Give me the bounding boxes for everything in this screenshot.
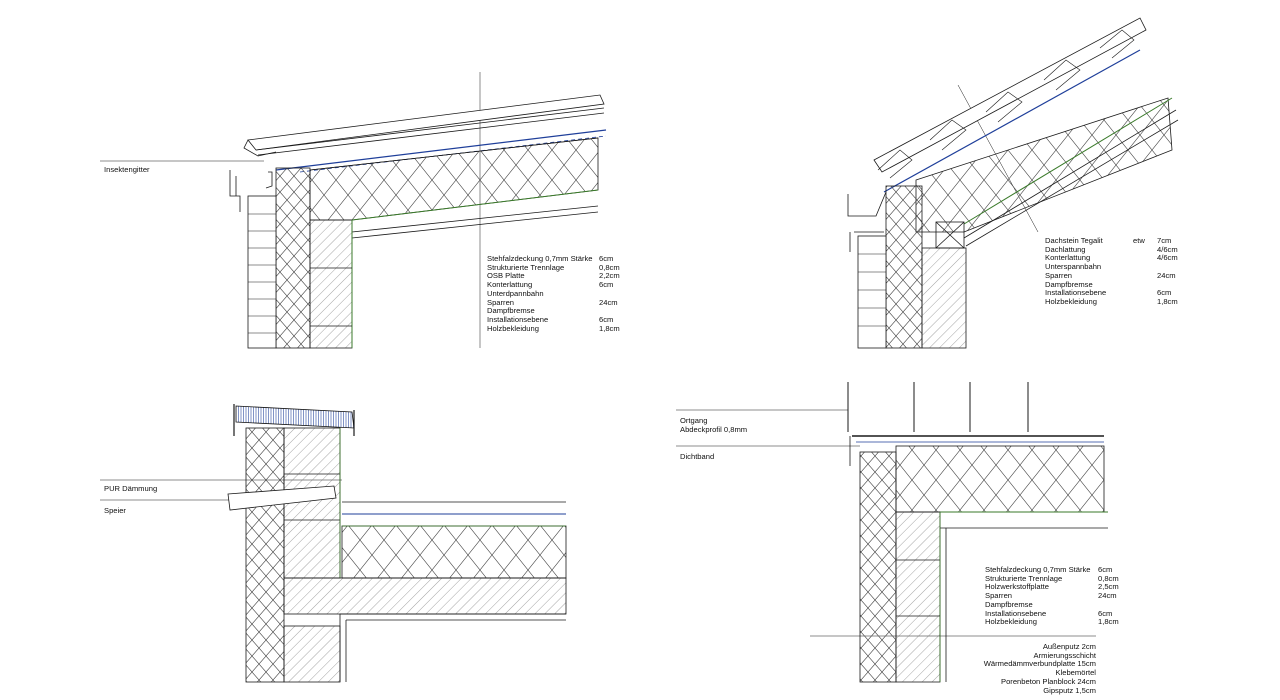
- legend-bottom-right: Stehfalzdeckung 0,7mm Stärke 6cm Struktur…: [985, 565, 1119, 627]
- legend-row: Dampfbremse: [1045, 279, 1178, 290]
- layer-thickness: 24cm: [1098, 591, 1117, 601]
- layer-qualifier: [1133, 272, 1157, 281]
- layer-thickness: 24cm: [1157, 270, 1176, 280]
- layer-thickness: 7cm: [1157, 236, 1172, 245]
- layer-thickness: 6cm: [599, 254, 614, 263]
- layer-name: Dachstein Tegalit: [1045, 236, 1103, 245]
- legend-row: Dampfbremse: [985, 599, 1119, 610]
- legend-row: Stehfalzdeckung 0,7mm Stärke 6cm: [985, 565, 1119, 575]
- legend-row: Stehfalzdeckung 0,7mm Stärke 6cm: [487, 254, 620, 264]
- detail-verge: [676, 382, 1108, 683]
- legend-row: Installationsebene 6cm: [1045, 289, 1178, 298]
- layer-thickness: 4/6cm: [1157, 244, 1178, 254]
- layer-name: OSB Platte: [487, 271, 525, 281]
- label-abdeckprofil: Abdeckprofil 0,8mm: [680, 425, 748, 434]
- legend-row: Holzbekleidung 1,8cm: [487, 323, 620, 334]
- layer-thickness: 24cm: [599, 297, 618, 307]
- layer-qualifier: [1133, 281, 1157, 290]
- layer-name: Stehfalzdeckung 0,7mm Stärke: [985, 565, 1091, 574]
- label-insektengitter: Insektengitter: [104, 165, 150, 174]
- legend-wall-layers: Außenputz 2cm Armierungsschicht Wärmedäm…: [976, 642, 1096, 695]
- label-speier: Speier: [104, 506, 126, 515]
- wall-layer: Armierungsschicht: [1033, 650, 1096, 660]
- layer-qualifier: [1133, 298, 1157, 307]
- layer-name: Sparren: [487, 297, 515, 307]
- layer-qualifier: [1133, 263, 1157, 272]
- layer-name: Strukturierte Trennlage: [985, 573, 1063, 583]
- wall-layer: Außenputz 2cm: [1042, 642, 1096, 651]
- layer-qualifier: etw: [1133, 236, 1145, 245]
- legend-row: Dampfbremse: [487, 307, 620, 316]
- layer-thickness: 1,8cm: [599, 323, 620, 333]
- layer-name: Dampfbremse: [487, 306, 535, 316]
- layer-thickness: 6cm: [599, 280, 614, 290]
- layer-qualifier: [1133, 246, 1157, 255]
- legend-row: Sparren 24cm: [1045, 270, 1178, 281]
- wall-layer: Wärmedämmverbundplatte 15cm: [983, 659, 1096, 669]
- layer-thickness: 4/6cm: [1157, 253, 1178, 263]
- legend-row: Holzbekleidung 1,8cm: [1045, 296, 1178, 307]
- legend-top-left: Stehfalzdeckung 0,7mm Stärke 6cm Struktur…: [487, 254, 620, 334]
- layer-name: Konterlattung: [487, 280, 533, 290]
- legend-row: Strukturierte Trennlage 0,8cm: [487, 262, 620, 273]
- legend-row: Strukturierte Trennlage 0,8cm: [985, 573, 1119, 584]
- label-dichtband: Dichtband: [680, 452, 715, 461]
- legend-row: Unterspannbahn: [1045, 262, 1178, 272]
- layer-thickness: 0,8cm: [599, 262, 620, 272]
- detail-parapet-flat-roof: [100, 404, 567, 683]
- layer-thickness: 1,8cm: [1098, 617, 1119, 627]
- layer-name: Installationsebene: [985, 608, 1047, 618]
- wall-layer: Porenbeton Planblock 24cm: [1001, 676, 1096, 686]
- legend-row: Unterdpannbahn: [487, 288, 620, 299]
- layer-name: Installationsebene: [487, 314, 549, 324]
- layer-thickness: 6cm: [1157, 288, 1172, 298]
- legend-row: OSB Platte 2,2cm: [487, 272, 620, 281]
- layer-name: Dampfbremse: [1045, 279, 1093, 289]
- legend-row: Konterlattung 6cm: [487, 280, 620, 290]
- layer-name: Holzbekleidung: [487, 323, 539, 333]
- layer-qualifier: [1133, 254, 1157, 263]
- layer-name: Sparren: [985, 591, 1013, 601]
- layer-name: Holzwerkstoffplatte: [985, 582, 1050, 592]
- layer-name: Sparren: [1045, 270, 1073, 280]
- detail-eaves-tiled-roof: [847, 17, 1179, 349]
- legend-row: Installationsebene 6cm: [985, 608, 1119, 619]
- wall-layer: Gipsputz 1,5cm: [1043, 685, 1096, 695]
- legend-row: Konterlattung 4/6cm: [1045, 254, 1178, 263]
- wall-layer: Klebemörtel: [1055, 668, 1096, 678]
- legend-row: Sparren 24cm: [985, 591, 1119, 601]
- legend-row: Dachstein Tegalit etw 7cm: [1045, 236, 1178, 246]
- layer-name: Installationsebene: [1045, 288, 1107, 298]
- legend-top-right: Dachstein Tegalit etw 7cm Dachlattung 4/6cm…: [1045, 236, 1178, 307]
- legend-row: Holzbekleidung 1,8cm: [985, 618, 1119, 627]
- layer-name: Unterdpannbahn: [487, 288, 544, 298]
- layer-name: Konterlattung: [1045, 253, 1091, 263]
- label-ortgang: Ortgang: [680, 416, 708, 425]
- layer-name: Holzbekleidung: [1045, 296, 1097, 306]
- layer-thickness: 0,8cm: [1098, 573, 1119, 583]
- layer-thickness: 6cm: [1098, 608, 1113, 618]
- layer-name: Holzbekleidung: [985, 617, 1037, 627]
- layer-qualifier: [1133, 289, 1157, 298]
- layer-thickness: 2,5cm: [1098, 582, 1119, 592]
- detail-eaves-standing-seam: [100, 72, 607, 349]
- layer-name: Strukturierte Trennlage: [487, 262, 565, 272]
- legend-row: Dachlattung 4/6cm: [1045, 244, 1178, 255]
- layer-thickness: 2,2cm: [599, 271, 620, 281]
- layer-name: Dampfbremse: [985, 599, 1033, 609]
- layer-name: Unterspannbahn: [1045, 262, 1102, 272]
- layer-name: Stehfalzdeckung 0,7mm Stärke: [487, 254, 593, 263]
- layer-thickness: 1,8cm: [1157, 296, 1178, 306]
- layer-thickness: 6cm: [599, 314, 614, 324]
- layer-thickness: 6cm: [1098, 565, 1113, 574]
- legend-row: Holzwerkstoffplatte 2,5cm: [985, 583, 1119, 592]
- label-pur-daemmung: PUR Dämmung: [104, 484, 158, 493]
- legend-row: Installationsebene 6cm: [487, 314, 620, 325]
- layer-name: Dachlattung: [1045, 244, 1086, 254]
- legend-row: Sparren 24cm: [487, 297, 620, 308]
